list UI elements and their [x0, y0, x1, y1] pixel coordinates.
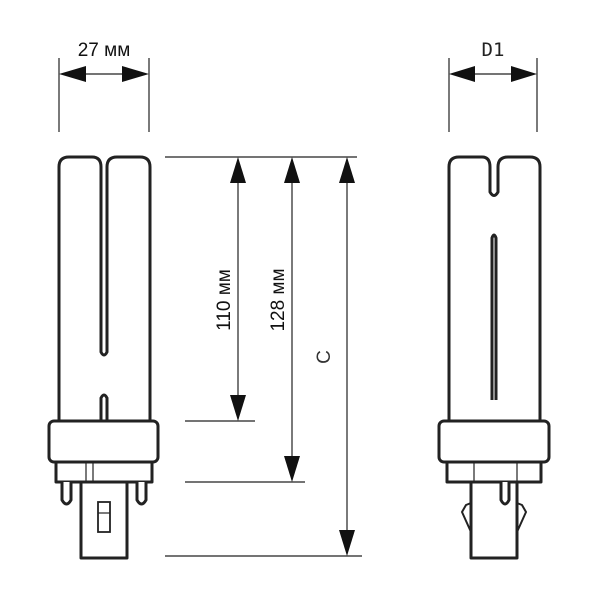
side-slot — [490, 233, 498, 400]
side-pin — [499, 482, 511, 506]
lamp-side-view — [437, 155, 551, 560]
dimension-width-side: D1 — [448, 39, 538, 132]
clip-left — [461, 502, 472, 533]
side-collar — [445, 460, 543, 484]
stem-window — [97, 501, 111, 533]
total-length-label: C — [314, 350, 335, 364]
collar-length-label: 128 мм — [268, 268, 289, 331]
front-tubes — [57, 155, 152, 423]
width-front-label: 27 мм — [78, 40, 131, 61]
front-stem — [79, 480, 129, 560]
pin-left — [60, 482, 73, 506]
dimension-lengths: 110 мм 128 мм C — [165, 156, 362, 557]
width-side-label: D1 — [482, 39, 505, 61]
front-lower-slot — [99, 393, 109, 421]
tube-length-label: 110 мм — [214, 269, 235, 331]
dimension-width-front: 27 мм — [58, 40, 150, 132]
pin-right — [135, 482, 148, 506]
front-collar — [54, 460, 154, 484]
clip-right — [516, 502, 527, 533]
front-cap — [47, 419, 160, 464]
lamp-front-view — [47, 155, 160, 560]
side-cap — [437, 419, 551, 464]
